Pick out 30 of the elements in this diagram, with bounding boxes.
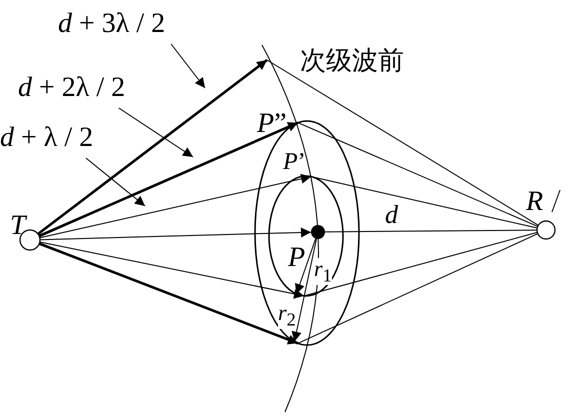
ray-line xyxy=(298,122,538,227)
zone-ellipse xyxy=(268,175,344,297)
ray-line xyxy=(310,176,538,228)
arrow xyxy=(292,238,317,342)
arrow xyxy=(39,174,312,238)
formula-label: d + λ / 2 xyxy=(0,124,94,152)
point-label: P’ xyxy=(283,150,306,174)
arrow xyxy=(40,227,312,240)
node-circle xyxy=(536,220,556,240)
point-label: R xyxy=(526,188,544,216)
formula-label: d + 2λ / 2 xyxy=(18,74,126,102)
ray-line xyxy=(266,60,539,226)
leader-arrow xyxy=(118,108,194,158)
arrow xyxy=(38,122,299,238)
ray-line xyxy=(324,230,538,232)
ray-line xyxy=(298,233,538,344)
point-label: T xyxy=(10,212,26,240)
formula-label: d + 3λ / 2 xyxy=(58,10,166,38)
arrow xyxy=(39,242,305,299)
wavefront-label: 次级波前 xyxy=(300,48,404,74)
arrow xyxy=(294,238,316,294)
leader-arrow xyxy=(85,158,146,206)
point-label: P” xyxy=(257,110,287,138)
leader-arrow xyxy=(170,44,206,88)
point-label: P xyxy=(288,244,306,272)
ray-line xyxy=(304,232,538,296)
point-dot xyxy=(311,225,325,239)
arrow xyxy=(38,242,298,345)
leader-arrow xyxy=(37,58,268,236)
edge-label: r$_{1}$ xyxy=(314,258,332,285)
